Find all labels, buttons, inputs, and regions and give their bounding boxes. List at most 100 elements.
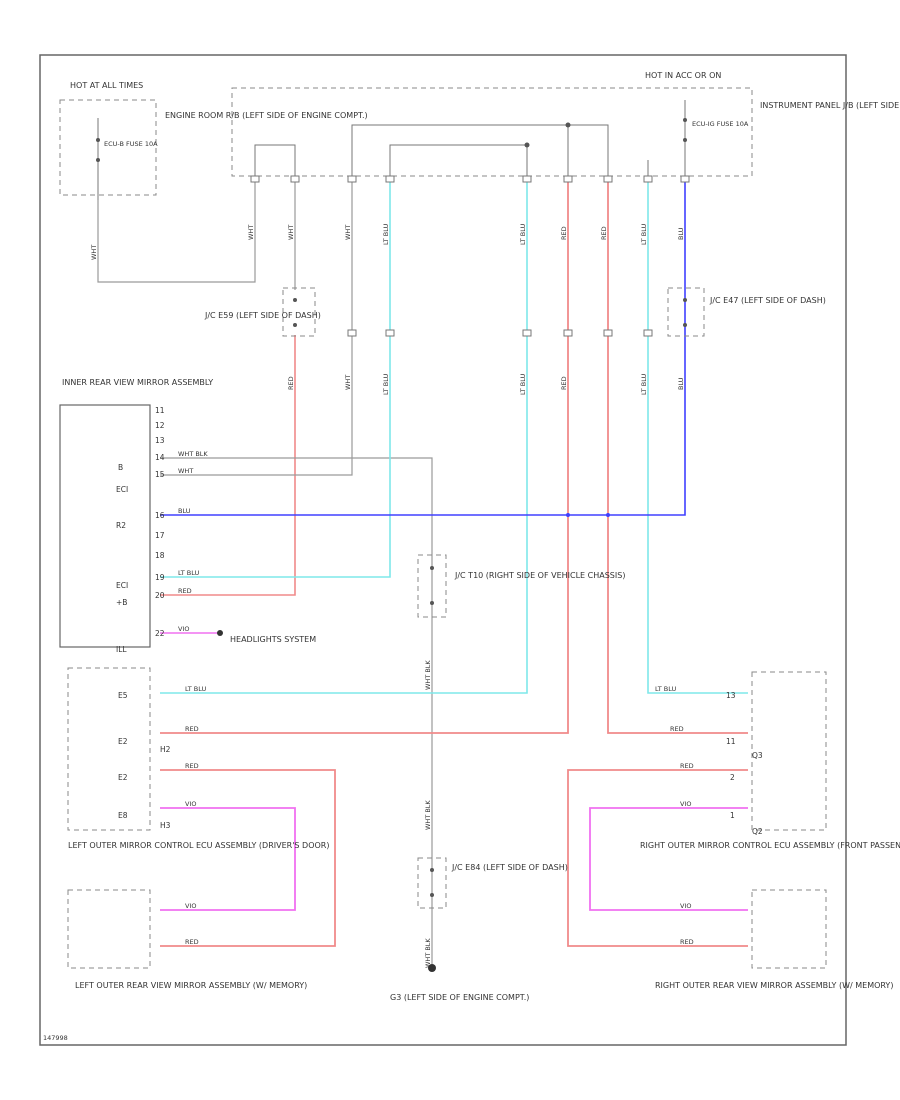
- svg-text:14: 14: [155, 453, 165, 462]
- svg-text:BLU: BLU: [178, 507, 191, 515]
- right-outer-ecu: 13 11 Q3 2 1 Q2 LT BLU RED RED VIO RIGHT…: [640, 671, 900, 850]
- svg-text:WHT: WHT: [344, 375, 352, 390]
- svg-text:RED: RED: [560, 226, 568, 240]
- svg-text:20: 20: [155, 591, 165, 600]
- svg-text:Q2: Q2: [752, 827, 763, 836]
- ecu-b-fuse-label: ECU-B FUSE 10A: [104, 140, 158, 148]
- svg-text:22: 22: [155, 629, 165, 638]
- svg-text:LT BLU: LT BLU: [382, 373, 390, 395]
- svg-text:E5: E5: [118, 691, 128, 700]
- svg-text:WHT BLK: WHT BLK: [424, 938, 432, 968]
- wire-vio-right-mirror: [589, 807, 748, 911]
- svg-text:BLU: BLU: [677, 377, 685, 390]
- svg-text:RED: RED: [670, 725, 684, 733]
- engine-room-rb-label: ENGINE ROOM R/B (LEFT SIDE OF ENGINE COM…: [165, 111, 368, 120]
- right-outer-mirror: VIO RED RIGHT OUTER REAR VIEW MIRROR ASS…: [655, 889, 893, 990]
- svg-text:Q3: Q3: [752, 751, 763, 760]
- svg-text:RED: RED: [680, 762, 694, 770]
- svg-text:13: 13: [726, 691, 736, 700]
- figure-code: 147998: [43, 1034, 68, 1042]
- svg-text:WHT BLK: WHT BLK: [424, 800, 432, 830]
- vertical-wire-labels: WHT WHT WHT WHT LT BLU LT BLU RED RED LT…: [90, 223, 685, 968]
- ecu-ig-fuse-label: ECU-IG FUSE 10A: [692, 120, 749, 128]
- wire-ltblu-right-ecu: [647, 176, 748, 694]
- svg-text:LT BLU: LT BLU: [382, 223, 390, 245]
- svg-text:ECI: ECI: [116, 485, 128, 494]
- outer-frame: [39, 54, 847, 1046]
- svg-text:H2: H2: [160, 745, 171, 754]
- svg-text:RED: RED: [680, 938, 694, 946]
- svg-text:RED: RED: [287, 376, 295, 390]
- engine-room-rb: HOT AT ALL TIMES ECU-B FUSE 10A ENGINE R…: [59, 81, 368, 200]
- svg-text:LT BLU: LT BLU: [185, 685, 207, 693]
- svg-text:RED: RED: [185, 938, 199, 946]
- jc-e84: J/C E84 (LEFT SIDE OF DASH): [417, 857, 568, 909]
- wire-blu-mirror: [160, 176, 686, 516]
- svg-text:R2: R2: [116, 521, 126, 530]
- svg-text:RED: RED: [600, 226, 608, 240]
- inner-mirror: INNER REAR VIEW MIRROR ASSEMBLY 11 12 13…: [59, 378, 316, 654]
- jc-e84-label: J/C E84 (LEFT SIDE OF DASH): [451, 863, 568, 872]
- jc-t10: J/C T10 (RIGHT SIDE OF VEHICLE CHASSIS): [417, 554, 625, 618]
- svg-text:WHT: WHT: [90, 245, 98, 260]
- svg-text:WHT: WHT: [344, 225, 352, 240]
- svg-text:RED: RED: [560, 376, 568, 390]
- svg-text:WHT: WHT: [178, 467, 193, 475]
- left-outer-mirror: VIO RED LEFT OUTER REAR VIEW MIRROR ASSE…: [67, 889, 307, 990]
- svg-text:BLU: BLU: [677, 227, 685, 240]
- svg-text:RED: RED: [178, 587, 192, 595]
- svg-text:LT BLU: LT BLU: [519, 373, 527, 395]
- svg-text:WHT BLK: WHT BLK: [178, 450, 208, 458]
- svg-text:WHT: WHT: [287, 225, 295, 240]
- svg-text:1: 1: [730, 811, 735, 820]
- svg-text:LT BLU: LT BLU: [655, 685, 677, 693]
- svg-text:LT BLU: LT BLU: [178, 569, 200, 577]
- svg-text:12: 12: [155, 421, 165, 430]
- wire-wht-feed: [97, 176, 256, 283]
- svg-text:LT BLU: LT BLU: [519, 223, 527, 245]
- svg-text:15: 15: [155, 470, 165, 479]
- jc-right: J/C E47 (LEFT SIDE OF DASH): [667, 287, 826, 337]
- wire-wht-blk-ground: [160, 457, 433, 968]
- svg-text:18: 18: [155, 551, 165, 560]
- wire-red-right-mirror: [567, 769, 748, 947]
- svg-text:19: 19: [155, 573, 165, 582]
- instrument-panel-jb-label: INSTRUMENT PANEL J/B (LEFT SIDE OF DASH): [760, 101, 900, 110]
- svg-text:WHT BLK: WHT BLK: [424, 660, 432, 690]
- wire-red-left-ecu: [160, 176, 569, 734]
- svg-text:RED: RED: [185, 725, 199, 733]
- svg-text:LT BLU: LT BLU: [640, 223, 648, 245]
- left-outer-ecu-label: LEFT OUTER MIRROR CONTROL ECU ASSEMBLY (…: [68, 841, 329, 850]
- jc-left-label: J/C E59 (LEFT SIDE OF DASH): [204, 311, 321, 320]
- svg-text:VIO: VIO: [178, 625, 189, 633]
- right-outer-mirror-label: RIGHT OUTER REAR VIEW MIRROR ASSEMBLY (W…: [655, 981, 893, 990]
- svg-text:13: 13: [155, 436, 165, 445]
- svg-text:11: 11: [155, 406, 165, 415]
- wire-red-mirror-b: [160, 335, 296, 596]
- jc-t10-label: J/C T10 (RIGHT SIDE OF VEHICLE CHASSIS): [454, 571, 625, 580]
- svg-text:B: B: [118, 463, 123, 472]
- svg-text:LT BLU: LT BLU: [640, 373, 648, 395]
- jc-left: J/C E59 (LEFT SIDE OF DASH): [204, 287, 321, 337]
- hot-in-acc-label: HOT IN ACC OR ON: [645, 71, 721, 80]
- ground-label: G3 (LEFT SIDE OF ENGINE COMPT.): [390, 993, 529, 1002]
- wire-ltblu-mirror: [160, 176, 391, 578]
- svg-text:VIO: VIO: [680, 800, 691, 808]
- right-outer-ecu-label: RIGHT OUTER MIRROR CONTROL ECU ASSEMBLY …: [640, 841, 900, 850]
- wire-vio-left-mirror: [160, 807, 296, 911]
- jb-connector-ticks: [250, 175, 690, 337]
- svg-text:ILL: ILL: [116, 645, 127, 654]
- svg-text:17: 17: [155, 531, 165, 540]
- svg-text:ECI: ECI: [116, 581, 128, 590]
- wire-red-right-ecu: [607, 176, 748, 734]
- hot-at-all-times-label: HOT AT ALL TIMES: [70, 81, 143, 90]
- svg-text:E8: E8: [118, 811, 128, 820]
- svg-text:16: 16: [155, 511, 165, 520]
- wire-red-left-mirror: [160, 769, 336, 947]
- ground-g3: G3 (LEFT SIDE OF ENGINE COMPT.): [390, 964, 529, 1002]
- wire-wht-mirror: [160, 176, 353, 476]
- svg-text:VIO: VIO: [680, 902, 691, 910]
- left-outer-ecu: E5 E2 H2 E2 E8 H3 LT BLU RED RED VIO LEF…: [67, 667, 329, 850]
- svg-text:H3: H3: [160, 821, 171, 830]
- left-outer-mirror-label: LEFT OUTER REAR VIEW MIRROR ASSEMBLY (W/…: [75, 981, 307, 990]
